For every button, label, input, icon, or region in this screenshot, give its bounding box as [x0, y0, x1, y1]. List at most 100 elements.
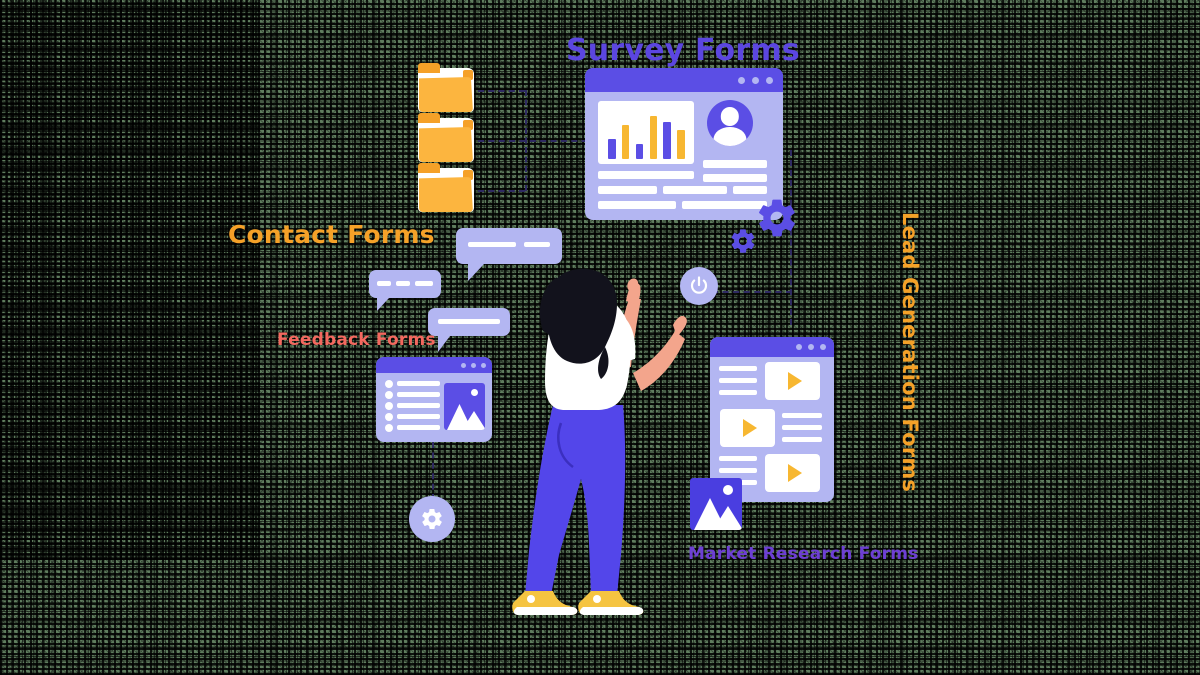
speech-bubble[interactable]: [456, 228, 562, 281]
list-item: [397, 381, 440, 386]
chart-bar: [621, 125, 630, 159]
chart-bar: [649, 115, 658, 159]
folder-tab: [418, 63, 440, 73]
label-survey-forms: Survey Forms: [566, 33, 800, 68]
bubble-tail: [468, 264, 484, 281]
power-button-icon[interactable]: [680, 267, 718, 305]
folder-connector-line: [525, 90, 527, 191]
bar-chart: [605, 106, 688, 159]
right-connector-line: [790, 150, 792, 325]
window-dot: [481, 362, 486, 368]
text-line: [782, 425, 822, 430]
list-bullet: [385, 413, 393, 421]
gear-connector-line: [432, 442, 434, 500]
feedback-forms-window[interactable]: [376, 357, 492, 442]
play-button[interactable]: [765, 454, 820, 492]
window-dot: [752, 76, 759, 84]
window-dot: [471, 362, 476, 368]
bubble-text-line: [524, 242, 550, 247]
folder-tab: [418, 113, 440, 123]
gear-icon[interactable]: [755, 196, 799, 244]
list-bullet: [385, 424, 393, 432]
bubble-tail: [377, 298, 389, 311]
gear-small-glyph: [731, 229, 755, 253]
bubble-text-line: [415, 281, 433, 286]
folder-front: [419, 177, 473, 212]
bubble-text-line: [468, 242, 516, 247]
folder-icon[interactable]: [418, 163, 474, 212]
list-item: [397, 425, 440, 430]
gear-icon[interactable]: [729, 227, 757, 259]
power-connector-line: [712, 291, 792, 293]
window-dot: [461, 362, 466, 368]
chart-bar: [663, 121, 671, 159]
list-bullet: [385, 402, 393, 410]
text-line: [719, 366, 757, 371]
folder-front: [419, 77, 473, 112]
text-line: [682, 201, 767, 209]
label-market-research-forms: Market Research Forms: [688, 544, 919, 564]
play-triangle-icon: [787, 372, 802, 390]
window-dot: [766, 76, 773, 84]
folder-tab: [418, 163, 440, 173]
text-line: [719, 390, 757, 395]
play-button[interactable]: [765, 362, 820, 400]
lead-generation-window[interactable]: [710, 337, 834, 502]
play-button[interactable]: [720, 409, 775, 447]
label-contact-forms: Contact Forms: [228, 220, 435, 249]
label-lead-generation-forms: Lead Generation Forms: [898, 212, 922, 493]
text-line: [782, 413, 822, 418]
window-dot: [808, 344, 814, 350]
bar-chart-panel: [598, 101, 694, 164]
woman-illustration: [512, 268, 687, 615]
chart-bar: [608, 138, 616, 159]
power-glyph: [690, 276, 708, 294]
window-titlebar: [585, 68, 783, 92]
image-placeholder-icon: [690, 478, 742, 530]
speech-bubble[interactable]: [369, 270, 441, 311]
survey-forms-window[interactable]: [585, 68, 783, 220]
text-line: [598, 201, 676, 209]
folder-corner: [463, 170, 473, 180]
folder-front: [419, 127, 473, 162]
folder-connector-line: [478, 190, 525, 192]
text-line: [598, 171, 694, 179]
gear-glyph: [422, 508, 442, 530]
text-line: [719, 468, 757, 473]
avatar-body: [713, 126, 747, 146]
folder-icon[interactable]: [418, 63, 474, 112]
bubble-tail: [438, 336, 450, 352]
window-dot: [796, 344, 802, 350]
settings-gear-icon[interactable]: [409, 496, 455, 542]
folder-connector-line: [478, 140, 598, 142]
text-line: [719, 456, 757, 461]
bubble-text-line: [396, 281, 410, 286]
gear-large-glyph: [759, 199, 795, 237]
image-sun: [471, 389, 478, 396]
user-avatar-icon: [707, 100, 753, 146]
window-dot: [820, 344, 826, 350]
speech-bubble[interactable]: [428, 308, 510, 352]
label-feedback-forms: Feedback Forms: [277, 330, 436, 350]
text-line: [782, 437, 822, 442]
transparency-noise-dense-corner: [0, 0, 260, 560]
chart-bar: [635, 144, 644, 159]
text-line: [598, 186, 657, 194]
text-line: [663, 186, 727, 194]
image-placeholder-icon: [444, 383, 485, 430]
list-item: [397, 414, 440, 419]
folder-corner: [463, 70, 473, 80]
folder-connector-line: [478, 90, 525, 92]
bubble-text-line: [438, 319, 500, 324]
window-titlebar: [376, 357, 492, 373]
image-sun: [723, 485, 733, 495]
folder-corner: [463, 120, 473, 130]
play-triangle-icon: [787, 464, 802, 482]
text-line: [719, 378, 757, 383]
chart-bar: [677, 129, 685, 159]
folder-icon[interactable]: [418, 113, 474, 162]
list-bullet: [385, 380, 393, 388]
avatar-head: [720, 107, 740, 126]
text-line: [703, 174, 767, 182]
